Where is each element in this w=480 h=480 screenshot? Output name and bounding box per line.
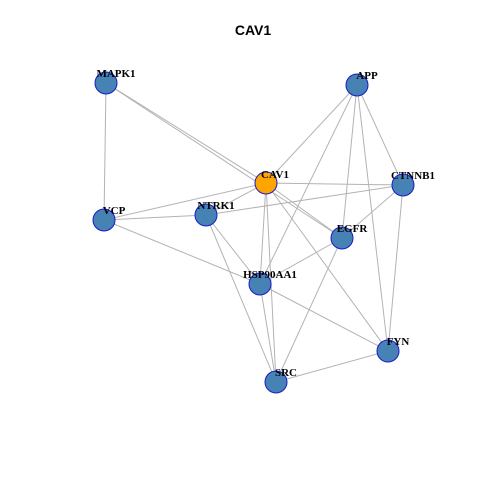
node-fyn[interactable] xyxy=(376,339,400,363)
node-label-ntrk1: NTRK1 xyxy=(197,200,234,212)
edge-vcp-hsp90aa1 xyxy=(103,219,261,285)
edge-mapk1-egfr xyxy=(105,82,343,239)
edge-hsp90aa1-fyn xyxy=(259,283,389,352)
node-label-mapk1: MAPK1 xyxy=(96,68,135,80)
edge-egfr-src xyxy=(275,237,343,383)
node-label-hsp90aa1: HSP90AA1 xyxy=(243,269,297,281)
edge-app-ctnnb1 xyxy=(356,84,404,186)
node-mapk1[interactable] xyxy=(94,71,118,95)
node-app[interactable] xyxy=(345,73,369,97)
node-label-app: APP xyxy=(356,70,378,82)
edge-ctnnb1-fyn xyxy=(387,184,404,352)
edge-src-fyn xyxy=(275,350,389,383)
edge-mapk1-vcp xyxy=(103,82,107,221)
edge-cav1-hsp90aa1 xyxy=(259,182,267,285)
node-label-vcp: VCP xyxy=(103,205,126,217)
edge-cav1-fyn xyxy=(265,182,389,352)
node-src[interactable] xyxy=(264,370,288,394)
edge-mapk1-cav1 xyxy=(105,82,267,184)
edge-hsp90aa1-src xyxy=(259,283,277,383)
node-label-ctnnb1: CTNNB1 xyxy=(391,170,435,182)
edge-ctnnb1-ntrk1 xyxy=(205,184,404,216)
node-label-src: SRC xyxy=(275,367,297,379)
node-hsp90aa1[interactable] xyxy=(248,272,272,296)
node-label-fyn: FYN xyxy=(387,336,410,348)
node-egfr[interactable] xyxy=(330,226,354,250)
edge-cav1-egfr xyxy=(265,182,343,239)
node-label-egfr: EGFR xyxy=(337,223,369,235)
node-ctnnb1[interactable] xyxy=(391,173,415,197)
node-label-cav1: CAV1 xyxy=(261,169,289,181)
edge-ctnnb1-egfr xyxy=(341,184,404,239)
edge-app-egfr xyxy=(341,84,358,239)
edge-vcp-ntrk1 xyxy=(103,214,207,221)
node-ntrk1[interactable] xyxy=(194,203,218,227)
edge-cav1-vcp xyxy=(103,182,267,221)
edge-ntrk1-hsp90aa1 xyxy=(205,214,261,285)
edge-hsp90aa1-egfr xyxy=(259,237,343,285)
edge-app-fyn xyxy=(356,84,389,352)
node-vcp[interactable] xyxy=(92,208,116,232)
edge-cav1-ctnnb1 xyxy=(265,182,404,186)
edge-app-hsp90aa1 xyxy=(259,84,358,285)
edge-app-cav1 xyxy=(265,84,358,184)
node-cav1[interactable] xyxy=(254,171,278,195)
nodes-layer xyxy=(92,71,415,394)
graph-title: CAV1 xyxy=(235,22,272,38)
edge-ntrk1-src xyxy=(205,214,277,383)
